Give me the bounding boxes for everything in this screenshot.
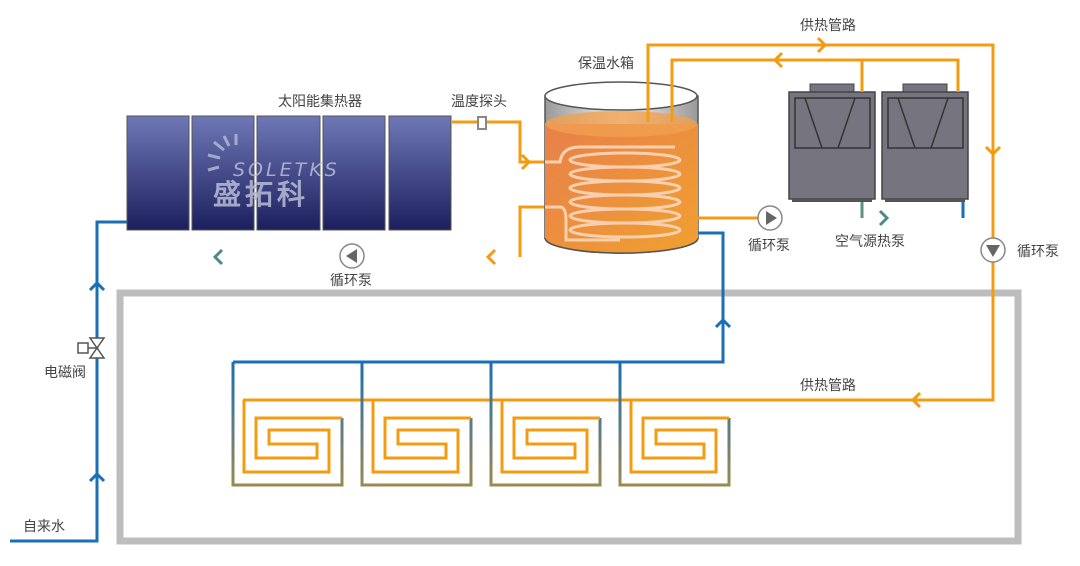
heat-pump-label: 空气源热泵 xyxy=(835,234,905,250)
heat-pump-feed-pipe xyxy=(698,200,965,227)
logo-chinese: 盛拓科 xyxy=(213,178,309,211)
floor-coil-1-return xyxy=(231,362,344,487)
air-source-heat-pump-2 xyxy=(881,83,969,202)
solar-return-pipe xyxy=(97,205,545,266)
floor-coil-1 xyxy=(242,400,342,474)
heat-pump-return-pipe xyxy=(670,51,960,122)
pump-heatpump-label: 循环泵 xyxy=(748,238,790,254)
floor-coil-2-return xyxy=(360,362,473,487)
tap-water-pipe xyxy=(10,220,127,543)
logo-latin: SOLETKS xyxy=(233,159,340,181)
solar-supply-pipe xyxy=(452,120,545,171)
valve-label: 电磁阀 xyxy=(44,365,86,381)
room-outline xyxy=(116,289,1022,545)
pump-supply-label: 循环泵 xyxy=(1017,244,1059,260)
solar-collector-array xyxy=(126,115,452,231)
floor-coil-3-return xyxy=(489,362,602,487)
pump-solar-icon[interactable] xyxy=(339,243,365,269)
floor-coil-3 xyxy=(500,400,600,474)
temp-probe-icon xyxy=(477,116,487,130)
supply-floor-label: 供热管路 xyxy=(800,378,856,394)
tank-label: 保温水箱 xyxy=(578,56,634,72)
heat-exchanger-coil xyxy=(545,145,682,242)
temp-probe-label: 温度探头 xyxy=(451,94,507,110)
sun-logo-icon xyxy=(207,134,238,172)
floor-coil-2 xyxy=(371,400,471,474)
pump-heatpump-icon[interactable] xyxy=(757,205,783,231)
heating-supply-pipe xyxy=(243,36,1002,409)
floor-coil-4-return xyxy=(618,362,731,487)
air-source-heat-pump-1 xyxy=(788,83,876,202)
supply-top-label: 供热管路 xyxy=(800,18,856,34)
collector-label: 太阳能集热器 xyxy=(278,93,362,110)
floor-coil-4 xyxy=(629,400,729,474)
pump-supply-icon[interactable] xyxy=(980,237,1006,263)
storage-tank xyxy=(544,81,699,254)
tap-water-label: 自来水 xyxy=(23,519,65,535)
solenoid-valve-icon xyxy=(77,337,106,359)
pump-solar-label: 循环泵 xyxy=(330,273,372,289)
